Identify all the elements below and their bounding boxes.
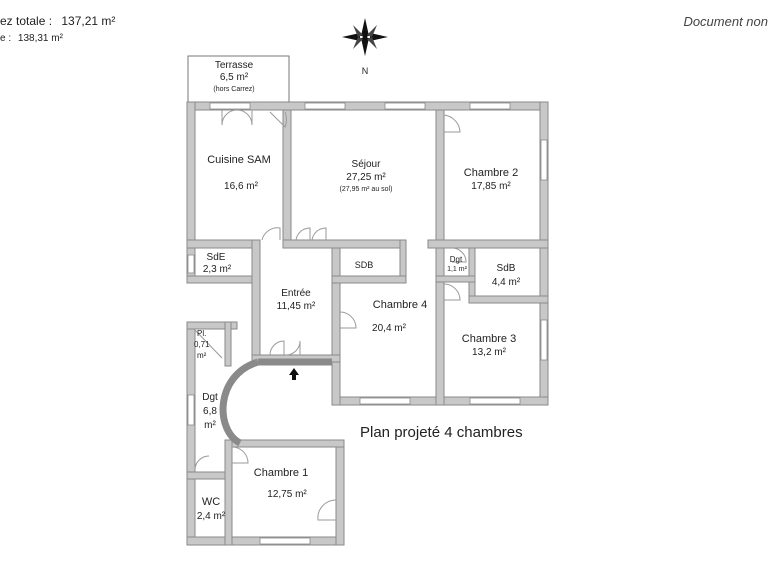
chambre1-name: Chambre 1 [254,467,308,479]
terrasse-note: (hors Carrez) [213,86,254,93]
dgt-small-name: Dgt [450,255,463,264]
total-area-label: ez totale : [0,14,53,28]
terrasse-area: 6,5 m² [220,72,249,83]
plan-caption: Plan projeté 4 chambres [360,424,523,441]
corridor-curved-wall [219,358,260,447]
dgt-small-area: 1,1 m² [447,266,468,273]
chambre3-name: Chambre 3 [462,333,516,345]
door-swings [194,109,467,521]
placard-unit: m² [197,351,207,360]
sejour-note: (27,95 m² au sol) [340,186,393,193]
compass-north-label: N [362,66,369,76]
sde-name: SdE [207,252,226,263]
entree-area: 11,45 m² [277,301,316,312]
dgt-unit: m² [204,420,216,431]
total-area-line: ez totale : 137,21 m² [0,14,115,28]
second-area-value: 138,31 m² [17,33,63,44]
sejour-area: 27,25 m² [346,172,386,183]
sde-area: 2,3 m² [203,264,232,275]
dgt-name: Dgt [202,392,218,403]
wc-area: 2,4 m² [197,511,226,522]
walls [186,101,549,546]
chambre4-name: Chambre 4 [373,299,427,311]
entree-name: Entrée [281,288,311,299]
chambre2-name: Chambre 2 [464,167,518,179]
chambre3-area: 13,2 m² [472,347,507,358]
cuisine-name: Cuisine SAM [207,154,271,166]
sejour-name: Séjour [352,159,382,170]
sdb-small-name: SDB [355,260,374,270]
wc-name: WC [202,496,220,508]
chambre1-area: 12,75 m² [267,489,307,500]
entrance-arrow-icon [289,368,299,380]
sdb-area: 4,4 m² [492,277,521,288]
placard-area: 0,71 [194,340,210,349]
chambre4-area: 20,4 m² [372,323,407,334]
placard-name: Pl. [197,329,206,338]
cuisine-area: 16,6 m² [224,181,259,192]
total-area-value: 137,21 m² [61,14,116,28]
chambre2-area: 17,85 m² [471,181,511,192]
second-area-label: e : [0,33,12,44]
compass-icon [342,18,388,56]
terrasse-name: Terrasse [215,60,254,71]
sdb-name: SdB [497,263,516,274]
document-note: Document non [683,14,768,29]
dgt-area: 6,8 [203,406,217,417]
windows [187,102,548,545]
second-area-line: e : 138,31 m² [0,33,63,44]
